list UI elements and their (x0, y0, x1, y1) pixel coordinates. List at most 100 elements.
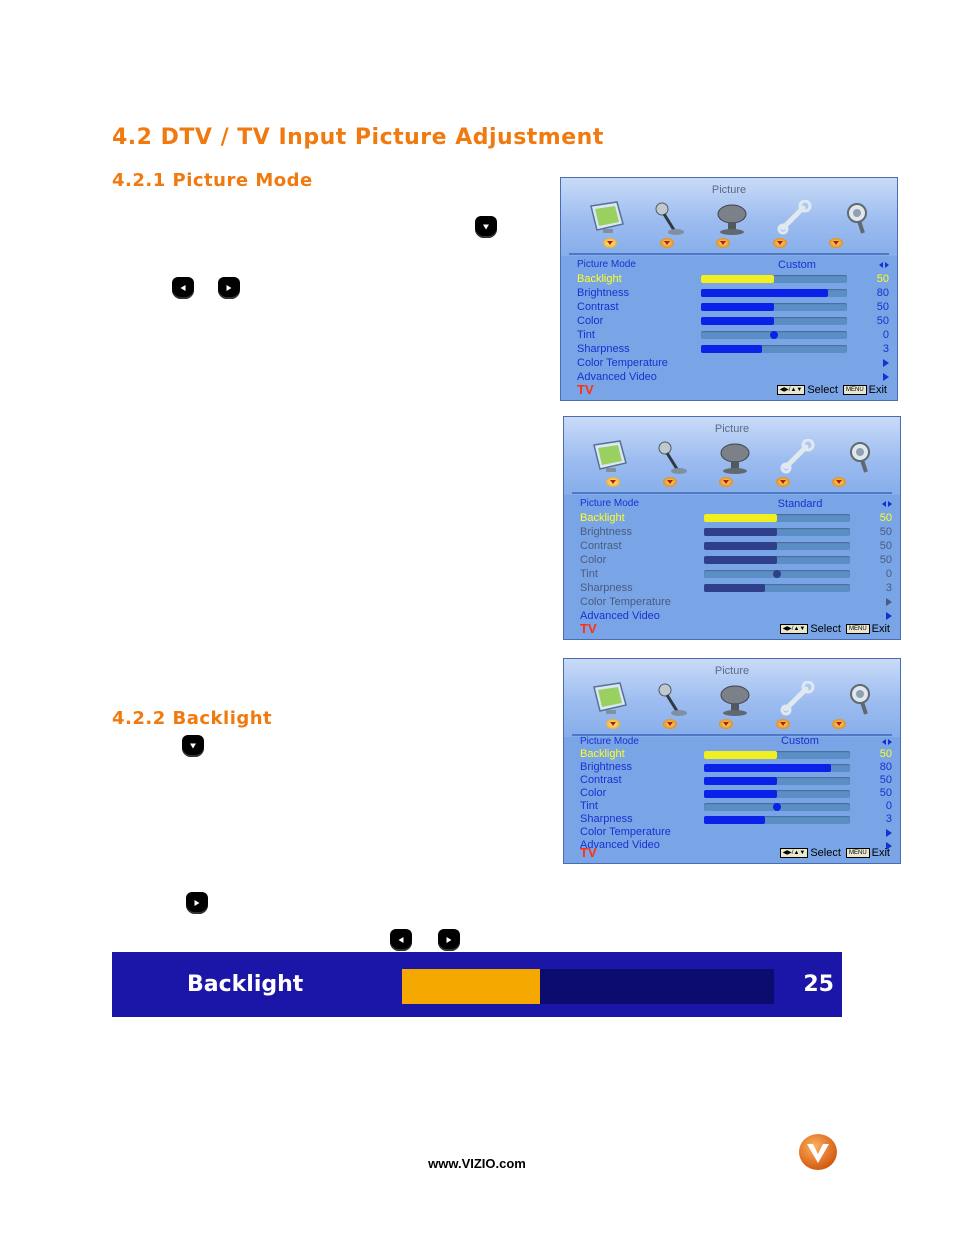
menu-row: Color Temperature (577, 356, 895, 370)
slider-fill (704, 777, 777, 785)
monitor-icon (593, 440, 627, 472)
left-right-arrows-icon (879, 262, 889, 268)
input-source: TV (580, 845, 597, 860)
input-source: TV (580, 621, 597, 636)
slider-fill (704, 556, 777, 564)
slider-track (704, 542, 850, 550)
menu-tab-arrow (603, 238, 617, 248)
menu-tab-arrow (775, 719, 790, 729)
menu-tab-arrow (719, 719, 733, 729)
slider-dot (770, 331, 778, 339)
slider-track (704, 764, 850, 772)
input-source: TV (577, 382, 594, 397)
submenu-arrow-icon (886, 842, 892, 850)
submenu-arrow-icon (886, 829, 892, 837)
menu-tab-arrow (662, 719, 677, 729)
left-right-arrows-icon (882, 739, 892, 745)
menu-row: Color Temperature (580, 826, 898, 839)
backlight-bar-value: 25 (803, 972, 834, 997)
slider-fill (704, 542, 777, 550)
osd-header: Picture (564, 659, 900, 737)
slider-fill (704, 584, 766, 592)
slider-fill (704, 514, 777, 522)
slider-track (701, 275, 847, 283)
slider-fill (701, 345, 763, 353)
slider-dot (773, 570, 781, 578)
remote-right-key-icon (218, 277, 240, 299)
satellite-dish-icon (720, 443, 750, 474)
menu-tab-arrow (606, 719, 620, 729)
menu-row: Advanced Video (580, 609, 898, 623)
slider-track (701, 289, 847, 297)
remote-left-key-icon (390, 929, 412, 951)
satellite-dish-icon (720, 685, 750, 716)
slider-fill (704, 764, 832, 772)
left-right-arrows-icon (882, 501, 892, 507)
menu-tab-arrow (659, 238, 674, 248)
remote-right-key-icon (438, 929, 460, 951)
slider-track (704, 528, 850, 536)
slider-track (701, 331, 847, 339)
slider-track (704, 751, 850, 759)
backlight-bar-label: Backlight (187, 972, 304, 997)
menu-tab-arrow (606, 477, 620, 487)
microphone-icon (658, 441, 687, 474)
nav-keys-icon: ◀▶/▲▼ (779, 848, 809, 859)
slider-track (704, 584, 850, 592)
magnifier-icon (850, 442, 870, 473)
section-heading-backlight: 4.2.2 Backlight (112, 708, 273, 729)
menu-tab-arrow (719, 477, 733, 487)
magnifier-icon (850, 684, 870, 715)
menu-tab-arrow (662, 477, 677, 487)
slider-track (704, 514, 850, 522)
slider-fill (704, 751, 777, 759)
picture-mode-value: Custom (778, 259, 816, 271)
slider-track (701, 317, 847, 325)
menu-key-icon: MENU (845, 624, 870, 635)
menu-tab-arrow (832, 477, 846, 487)
submenu-arrow-icon (883, 359, 889, 367)
microphone-icon (658, 683, 687, 716)
osd-title: Picture (711, 184, 747, 196)
remote-left-key-icon (172, 277, 194, 299)
backlight-bar-track (402, 969, 774, 1004)
slider-fill (704, 790, 777, 798)
slider-track (704, 777, 850, 785)
menu-row: Advanced Video (577, 370, 895, 384)
menu-tab-arrow (716, 238, 730, 248)
menu-tab-arrow (772, 238, 787, 248)
osd-title: Picture (714, 423, 750, 435)
slider-fill (704, 528, 777, 536)
satellite-dish-icon (717, 204, 747, 235)
backlight-adjust-bar: Backlight 25 (112, 952, 842, 1017)
slider-track (704, 803, 850, 811)
picture-mode-value: Standard (777, 498, 823, 510)
osd-title: Picture (714, 665, 750, 677)
slider-fill (704, 816, 766, 824)
menu-tab-arrow (832, 719, 846, 729)
section-heading-picture-mode: 4.2.1 Picture Mode (112, 170, 313, 191)
magnifier-icon (847, 203, 867, 234)
wrench-icon (780, 439, 814, 474)
remote-down-key-icon (182, 735, 204, 757)
backlight-bar-fill (402, 969, 540, 1004)
menu-tab-arrow (775, 477, 790, 487)
remote-right-key-icon (186, 892, 208, 914)
